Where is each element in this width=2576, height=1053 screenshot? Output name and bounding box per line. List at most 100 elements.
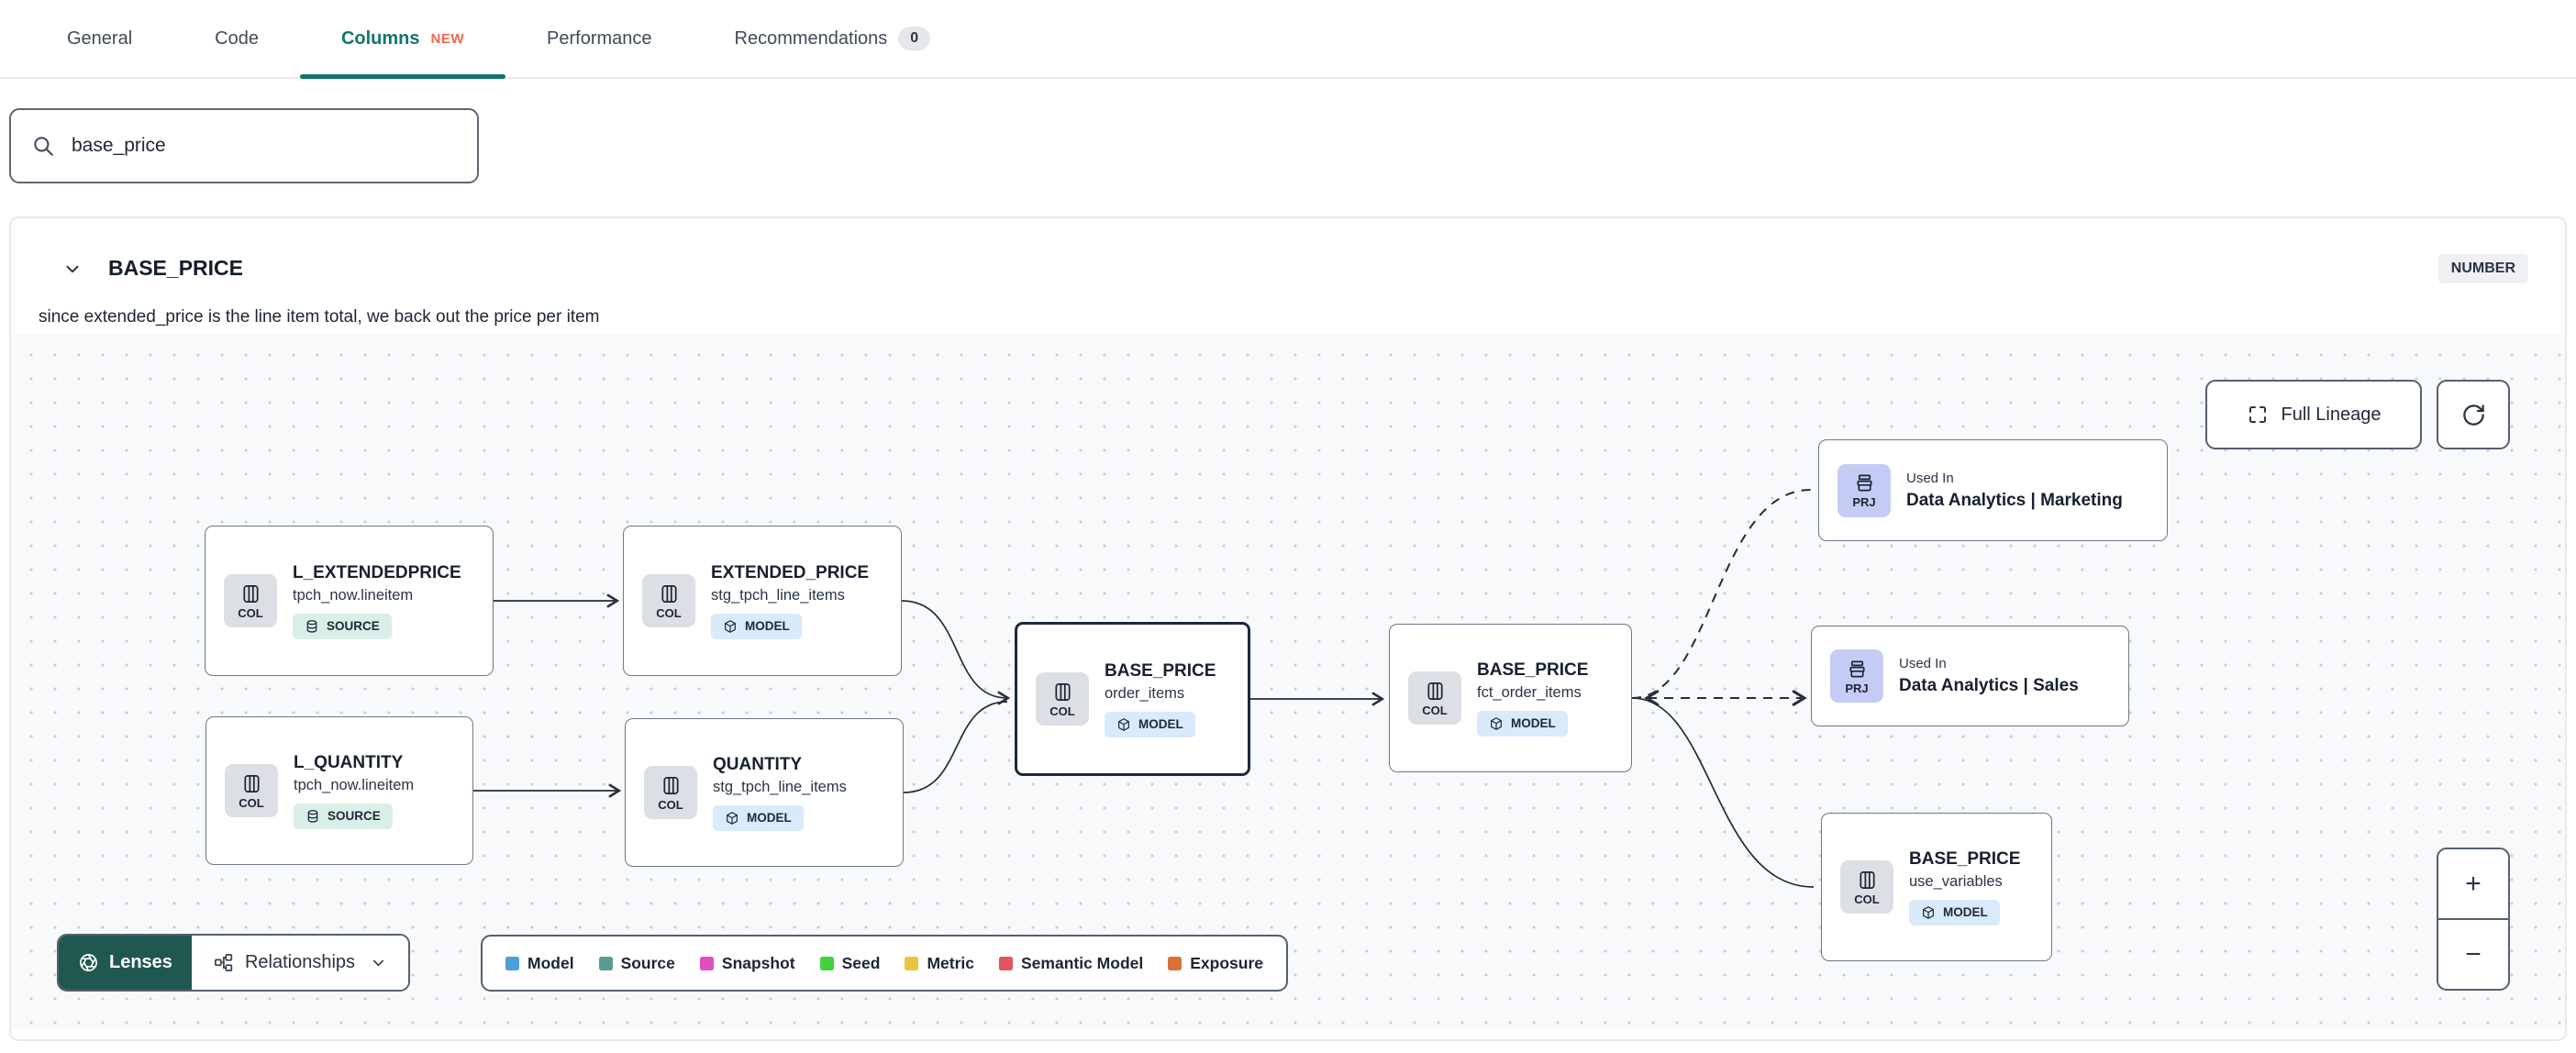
node-subtitle: stg_tpch_line_items bbox=[711, 586, 845, 604]
badge-label: SOURCE bbox=[328, 808, 381, 823]
tab-general[interactable]: General bbox=[26, 0, 173, 77]
zoom-control: + − bbox=[2437, 848, 2510, 991]
tab-code[interactable]: Code bbox=[173, 0, 300, 77]
node-extended-price[interactable]: COL EXTENDED_PRICE stg_tpch_line_items M… bbox=[623, 526, 902, 676]
badge-label: SOURCE bbox=[327, 618, 380, 633]
tab-columns[interactable]: Columns NEW bbox=[299, 0, 506, 79]
node-body: EXTENDED_PRICE stg_tpch_line_items MODEL bbox=[711, 563, 869, 639]
node-title: BASE_PRICE bbox=[1909, 848, 2021, 869]
resource-badge: SOURCE bbox=[294, 803, 393, 829]
relationships-icon bbox=[213, 952, 234, 973]
node-subtitle: tpch_now.lineitem bbox=[294, 776, 415, 793]
aperture-icon bbox=[78, 952, 99, 973]
node-subtitle: stg_tpch_line_items bbox=[713, 778, 847, 795]
node-body: Used In Data Analytics | Sales bbox=[1899, 656, 2079, 696]
column-name: BASE_PRICE bbox=[108, 256, 243, 281]
column-icon bbox=[241, 773, 262, 794]
legend-label: Source bbox=[620, 953, 675, 972]
column-panel-header: BASE_PRICE NUMBER bbox=[62, 238, 2528, 298]
badge-label: MODEL bbox=[745, 618, 790, 633]
search-box[interactable] bbox=[9, 108, 479, 183]
node-body: L_EXTENDEDPRICE tpch_now.lineitem SOURCE bbox=[293, 563, 461, 639]
column-kind-tile: COL bbox=[1036, 672, 1089, 726]
badge-label: MODEL bbox=[1511, 715, 1556, 730]
refresh-button[interactable] bbox=[2437, 380, 2510, 449]
project-icon bbox=[1854, 472, 1875, 493]
lenses-button[interactable]: Lenses bbox=[59, 936, 192, 990]
legend-item-exposure: Exposure bbox=[1168, 954, 1263, 973]
legend-label: Snapshot bbox=[721, 953, 795, 972]
legend-item-semantic-model: Semantic Model bbox=[999, 954, 1143, 973]
cube-icon bbox=[725, 811, 739, 826]
node-l-extendedprice[interactable]: COL L_EXTENDEDPRICE tpch_now.lineitem SO… bbox=[205, 526, 494, 676]
full-lineage-button[interactable]: Full Lineage bbox=[2205, 380, 2422, 449]
full-lineage-label: Full Lineage bbox=[2281, 404, 2382, 425]
resource-badge: MODEL bbox=[1477, 710, 1568, 737]
column-kind-tile: COL bbox=[1408, 671, 1461, 725]
relationships-dropdown[interactable]: Relationships bbox=[191, 936, 409, 990]
node-body: Used In Data Analytics | Marketing bbox=[1906, 471, 2123, 511]
expand-icon bbox=[2247, 404, 2269, 426]
column-icon bbox=[659, 583, 680, 604]
node-used-in-sales[interactable]: PRJ Used In Data Analytics | Sales bbox=[1811, 626, 2129, 726]
node-subtitle: fct_order_items bbox=[1477, 683, 1582, 701]
kind-label: COL bbox=[239, 795, 264, 810]
column-description: since extended_price is the line item to… bbox=[39, 307, 600, 327]
recommendations-count-badge: 0 bbox=[898, 27, 931, 50]
search-input[interactable] bbox=[70, 134, 457, 158]
node-base-price-use-variables[interactable]: COL BASE_PRICE use_variables MODEL bbox=[1821, 813, 2052, 961]
collapse-chevron-icon[interactable] bbox=[62, 259, 83, 279]
kind-label: COL bbox=[1854, 892, 1880, 906]
kind-label: COL bbox=[1049, 704, 1075, 718]
legend-item-snapshot: Snapshot bbox=[699, 953, 795, 973]
resource-badge: MODEL bbox=[711, 613, 802, 639]
badge-label: MODEL bbox=[747, 810, 792, 825]
legend-swatch bbox=[819, 956, 834, 970]
node-title: EXTENDED_PRICE bbox=[711, 562, 870, 582]
node-subtitle: use_variables bbox=[1909, 872, 2003, 890]
column-kind-tile: COL bbox=[644, 766, 697, 819]
kind-label: PRJ bbox=[1852, 495, 1876, 509]
tab-label: General bbox=[67, 28, 133, 49]
search-icon bbox=[31, 134, 55, 158]
column-icon bbox=[1857, 870, 1878, 891]
legend-swatch bbox=[905, 956, 919, 970]
zoom-out-button[interactable]: − bbox=[2465, 938, 2482, 970]
relationships-label: Relationships bbox=[244, 952, 356, 972]
column-icon bbox=[1425, 681, 1446, 702]
legend-label: Seed bbox=[841, 953, 881, 972]
tab-performance[interactable]: Performance bbox=[505, 0, 694, 77]
column-icon bbox=[1052, 682, 1073, 703]
node-base-price-fct-order-items[interactable]: COL BASE_PRICE fct_order_items MODEL bbox=[1389, 624, 1632, 772]
node-kicker: Used In bbox=[1906, 470, 1954, 486]
node-quantity[interactable]: COL QUANTITY stg_tpch_line_items MODEL bbox=[625, 718, 904, 867]
resource-legend: Model Source Snapshot Seed Metric Semant… bbox=[481, 935, 1288, 992]
node-base-price-order-items[interactable]: COL BASE_PRICE order_items MODEL bbox=[1015, 622, 1250, 776]
legend-swatch bbox=[699, 956, 714, 970]
cube-icon bbox=[1116, 717, 1131, 732]
legend-label: Exposure bbox=[1190, 953, 1263, 972]
node-l-quantity[interactable]: COL L_QUANTITY tpch_now.lineitem SOURCE bbox=[205, 716, 473, 865]
zoom-in-button[interactable]: + bbox=[2438, 849, 2508, 920]
legend-item-source: Source bbox=[598, 953, 675, 973]
column-kind-tile: COL bbox=[224, 574, 277, 627]
node-used-in-marketing[interactable]: PRJ Used In Data Analytics | Marketing bbox=[1818, 439, 2168, 541]
project-icon bbox=[1847, 659, 1868, 680]
tab-recommendations[interactable]: Recommendations 0 bbox=[694, 0, 972, 77]
resource-badge: MODEL bbox=[1105, 711, 1195, 737]
legend-swatch bbox=[505, 956, 519, 970]
badge-label: MODEL bbox=[1943, 904, 1988, 919]
node-body: QUANTITY stg_tpch_line_items MODEL bbox=[713, 755, 847, 831]
kind-label: COL bbox=[656, 605, 682, 620]
resource-badge: MODEL bbox=[1909, 899, 2000, 926]
node-body: BASE_PRICE order_items MODEL bbox=[1105, 661, 1216, 737]
kind-label: COL bbox=[658, 797, 683, 812]
tab-label: Recommendations bbox=[734, 28, 888, 49]
project-kind-tile: PRJ bbox=[1838, 463, 1891, 517]
legend-swatch bbox=[1168, 956, 1183, 970]
legend-swatch bbox=[598, 956, 613, 970]
node-title: BASE_PRICE bbox=[1477, 660, 1589, 680]
kind-label: COL bbox=[238, 605, 263, 620]
lineage-canvas[interactable]: COL L_EXTENDEDPRICE tpch_now.lineitem SO… bbox=[11, 335, 2565, 1028]
